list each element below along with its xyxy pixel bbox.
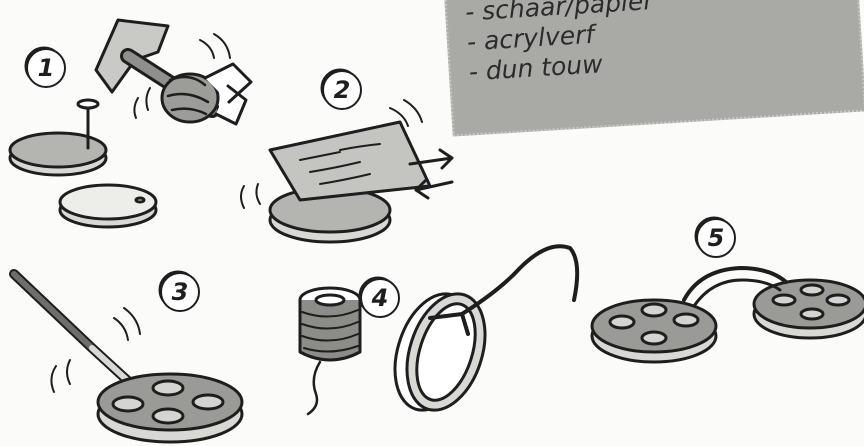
step-number-1: 1 — [26, 48, 66, 88]
step-4-string-illustration — [300, 246, 577, 420]
step-number-3: 3 — [160, 272, 200, 312]
step-2-sanding-illustration — [241, 100, 452, 242]
step-number-4: 4 — [360, 278, 400, 318]
step-3-painting-illustration — [14, 274, 242, 442]
step-number-2: 2 — [322, 70, 362, 110]
step-number-5: 5 — [696, 218, 736, 258]
step-5-finished-illustration — [592, 268, 864, 362]
